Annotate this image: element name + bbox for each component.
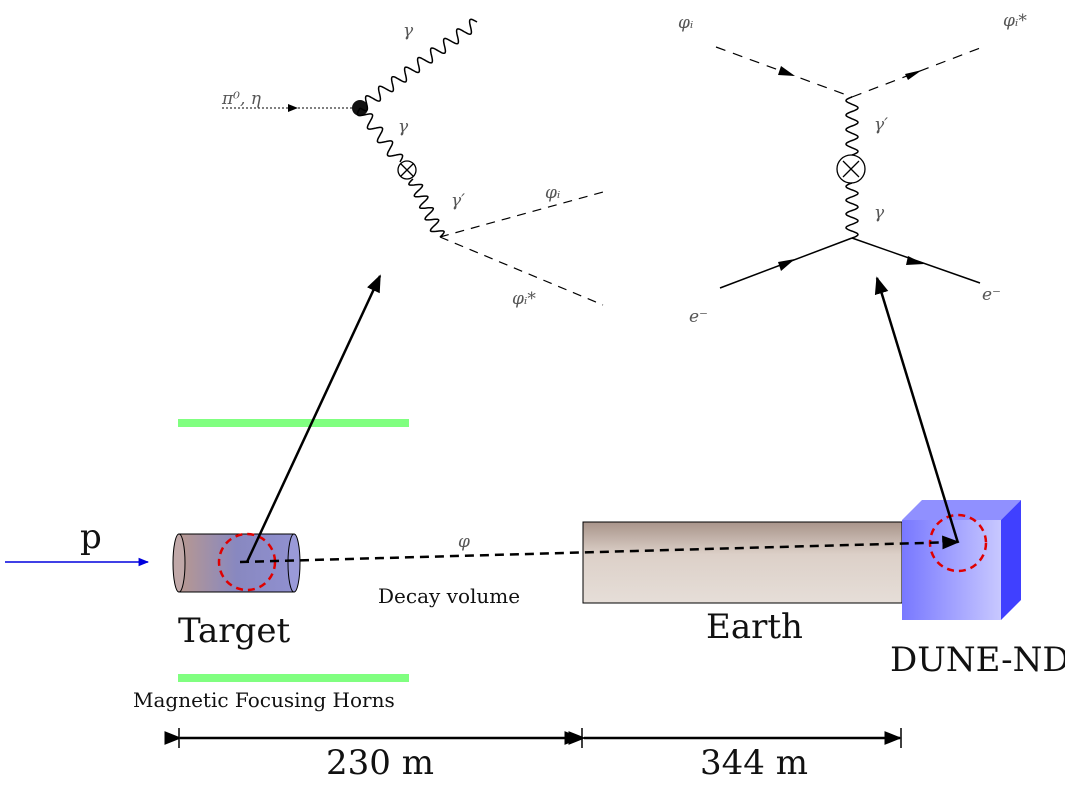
scalar-line xyxy=(439,191,604,238)
antiscalar-line xyxy=(439,236,604,306)
distance-scale: 230 m 344 m xyxy=(164,728,902,783)
dark-photon-line xyxy=(845,96,859,156)
focusing-horn-top xyxy=(178,419,409,427)
target-label: Target xyxy=(178,611,290,651)
photon-line xyxy=(359,18,478,112)
horns-label: Magnetic Focusing Horns xyxy=(133,688,395,712)
decay-volume-label: Decay volume xyxy=(378,584,520,608)
feynman-production-diagram: π⁰, η γ γ γ′ φᵢ φᵢ* xyxy=(221,18,604,309)
scalar-out-line xyxy=(851,47,981,98)
zoom-arrow-production xyxy=(245,274,382,563)
arrow-icon xyxy=(906,256,924,265)
dark-photon-label: γ′ xyxy=(451,191,465,211)
detector-label: DUNE-ND xyxy=(890,640,1065,680)
scalar-in-label: φᵢ xyxy=(678,13,693,33)
photon-line xyxy=(845,182,859,239)
photon-internal-line xyxy=(356,107,404,163)
zoom-arrow-scattering xyxy=(874,276,960,544)
arrow-icon xyxy=(778,259,795,271)
arrow-icon xyxy=(778,66,795,76)
dark-photon-label: γ′ xyxy=(874,115,888,135)
particle-label: φ xyxy=(458,532,470,552)
photon-label: γ xyxy=(874,203,885,223)
arrow-icon xyxy=(905,70,922,80)
photon-internal-label: γ xyxy=(398,117,409,137)
photon-label: γ xyxy=(403,21,414,41)
scalar-label: φᵢ xyxy=(545,183,560,203)
dune-nd-detector xyxy=(902,500,1021,620)
dark-photon-line xyxy=(408,178,445,238)
beam-label: p xyxy=(80,517,102,557)
arrow-icon xyxy=(288,104,298,112)
electron-out-label: e⁻ xyxy=(982,285,1001,305)
earth-block xyxy=(582,521,903,604)
scalar-out-label: φᵢ* xyxy=(1003,11,1027,31)
distance-2-label: 344 m xyxy=(700,743,808,783)
meson-label: π⁰, η xyxy=(221,89,262,109)
focusing-horn-bottom xyxy=(178,674,409,682)
earth-label: Earth xyxy=(706,607,803,647)
target-cylinder xyxy=(172,533,301,593)
feynman-scattering-diagram: φᵢ φᵢ* γ′ γ e⁻ e⁻ xyxy=(678,11,1027,327)
electron-in-label: e⁻ xyxy=(689,307,708,327)
antiscalar-label: φᵢ* xyxy=(512,289,536,309)
distance-1-label: 230 m xyxy=(326,743,434,783)
